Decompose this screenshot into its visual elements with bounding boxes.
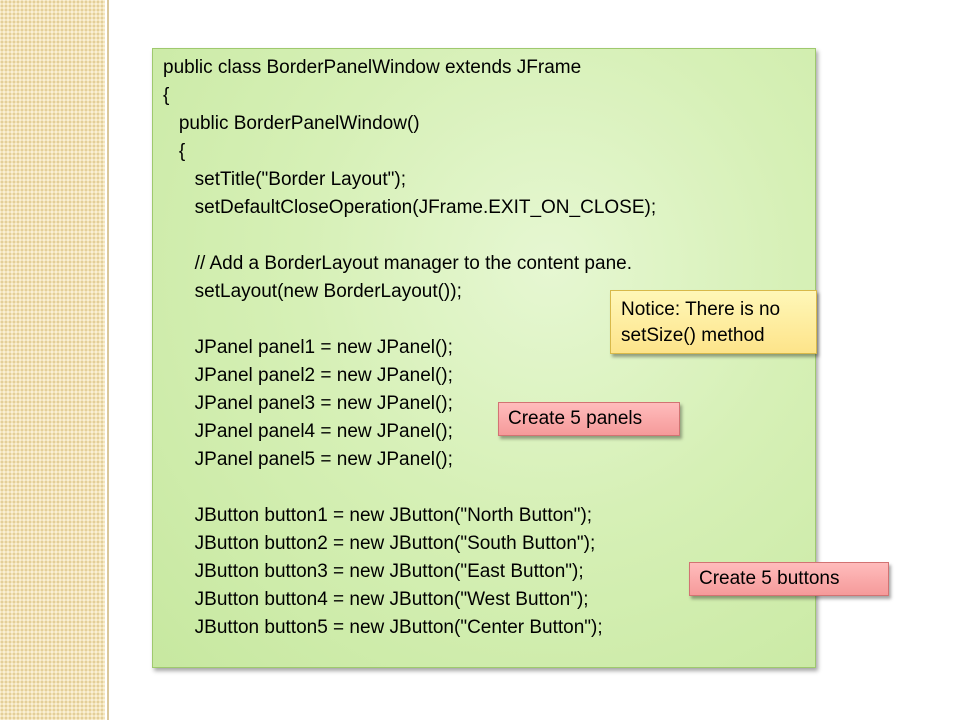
code-line: JButton button2 = new JButton("South But… <box>163 533 596 554</box>
code-comment-line: // Add a BorderLayout manager to the con… <box>163 253 632 274</box>
side-divider <box>107 0 109 720</box>
code-line: setTitle("Border Layout"); <box>163 169 406 190</box>
code-line: JButton button1 = new JButton("North But… <box>163 505 593 526</box>
code-line: JButton button5 = new JButton("Center Bu… <box>163 617 603 638</box>
code-line: JPanel panel3 = new JPanel(); <box>163 393 453 414</box>
code-line: JPanel panel5 = new JPanel(); <box>163 449 453 470</box>
note-create-buttons-callout: Create 5 buttons <box>689 562 889 596</box>
code-line: JPanel panel2 = new JPanel(); <box>163 365 453 386</box>
note-no-setsize-callout: Notice: There is no setSize() method <box>610 290 817 354</box>
code-line: public BorderPanelWindow() <box>163 113 420 134</box>
code-line: public class BorderPanelWindow extends J… <box>163 57 582 78</box>
code-line: JPanel panel1 = new JPanel(); <box>163 337 453 358</box>
note-create-panels-callout: Create 5 panels <box>498 402 680 436</box>
code-line: JButton button4 = new JButton("West Butt… <box>163 589 589 610</box>
code-line: JButton button3 = new JButton("East Butt… <box>163 561 584 582</box>
code-line: setLayout(new BorderLayout()); <box>163 281 462 302</box>
code-line: JPanel panel4 = new JPanel(); <box>163 421 453 442</box>
code-line: { <box>163 85 170 106</box>
code-line: setDefaultCloseOperation(JFrame.EXIT_ON_… <box>163 197 657 218</box>
decorative-side-strip <box>0 0 105 720</box>
code-line: { <box>163 141 186 162</box>
